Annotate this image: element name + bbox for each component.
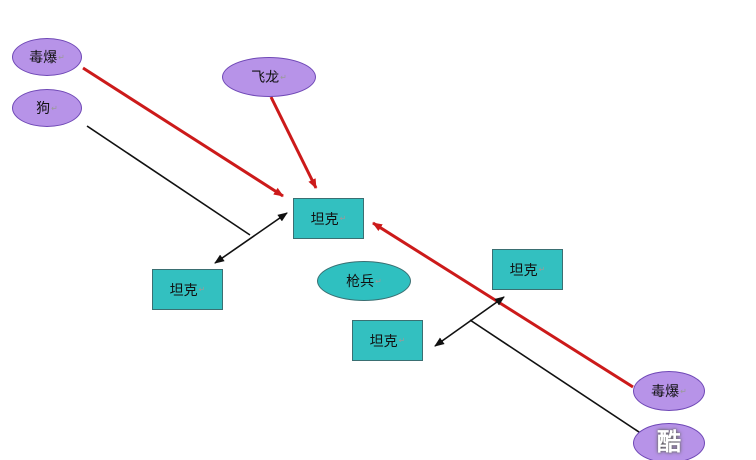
baneling-bottom-to-tank-center-arrow [372, 221, 634, 389]
mutalisk-node: 飞龙 [222, 57, 316, 97]
tank-left-node: 坦克 [152, 269, 223, 310]
tank-right-tank-lower-link-arrow [434, 296, 505, 347]
baneling-node-bottom: 毒爆 [633, 371, 705, 411]
tank-lower-node: 坦克 [352, 320, 423, 361]
tank-right-node: 坦克 [492, 249, 563, 290]
zergling-node-bottom: 狗 [633, 423, 705, 460]
watermark-logo: 酷 [657, 427, 681, 456]
tank-center-tank-left-link-arrow [214, 212, 288, 264]
mutalisk-to-tank-center-arrow [269, 96, 318, 189]
zergling-top-line [86, 125, 251, 236]
zergling-node-top: 狗 [12, 89, 82, 127]
tank-center-node: 坦克 [293, 198, 364, 239]
marine-node: 枪兵 [317, 261, 411, 301]
baneling-top-to-tank-center-arrow [82, 66, 284, 198]
baneling-node-top: 毒爆 [12, 38, 82, 76]
